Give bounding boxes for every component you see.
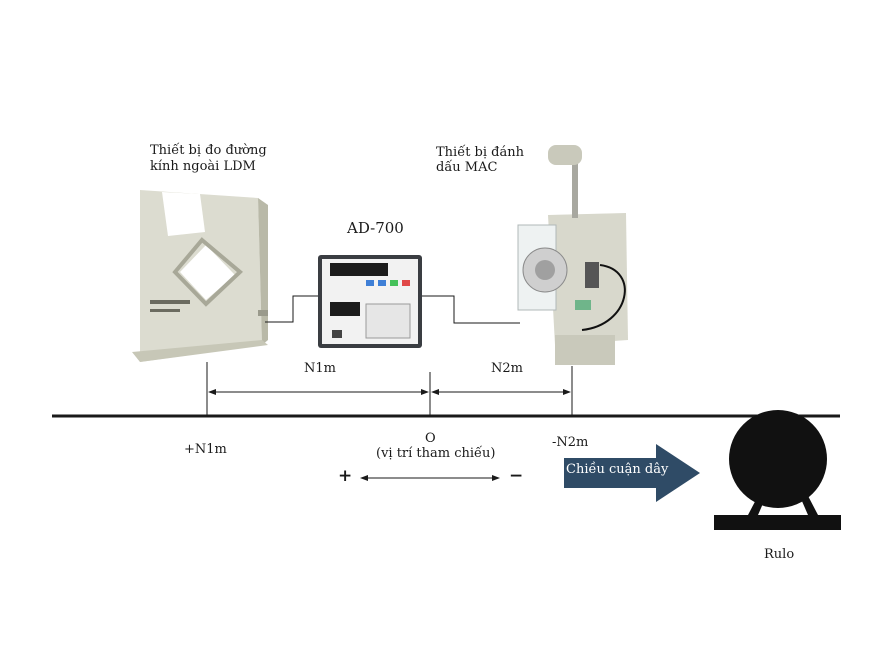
winding-direction-arrow bbox=[564, 444, 700, 502]
cable-ldm-ad700 bbox=[265, 295, 318, 323]
plus-sign: + bbox=[338, 466, 353, 486]
dimension-n2-arrow bbox=[431, 389, 571, 395]
ldm-title-line1: Thiết bị đo đường bbox=[150, 143, 267, 158]
ad700-title: AD-700 bbox=[347, 219, 404, 237]
origin-note-label: (vị trí tham chiếu) bbox=[376, 446, 496, 461]
mac-device-image bbox=[517, 145, 628, 365]
sign-range-arrow bbox=[360, 475, 500, 481]
origin-label: O bbox=[425, 431, 436, 446]
cable-ad700-mac bbox=[422, 295, 520, 324]
dimension-n2-label: N2m bbox=[491, 361, 523, 376]
mac-title-line2: dấu MAC bbox=[436, 160, 498, 175]
ad700-device-image bbox=[318, 255, 422, 348]
position-right-label: -N2m bbox=[552, 435, 589, 450]
position-left-label: +N1m bbox=[184, 442, 227, 457]
ldm-title-line2: kính ngoài LDM bbox=[150, 159, 256, 174]
minus-sign: − bbox=[509, 466, 524, 486]
winding-direction-label: Chiều cuận dây bbox=[566, 462, 669, 477]
mac-title-line1: Thiết bị đánh bbox=[436, 145, 524, 160]
ldm-device-image bbox=[132, 190, 268, 362]
reel-image bbox=[714, 410, 841, 530]
reel-label: Rulo bbox=[764, 547, 795, 562]
dimension-n1-arrow bbox=[208, 389, 429, 395]
dimension-n1-label: N1m bbox=[304, 361, 336, 376]
